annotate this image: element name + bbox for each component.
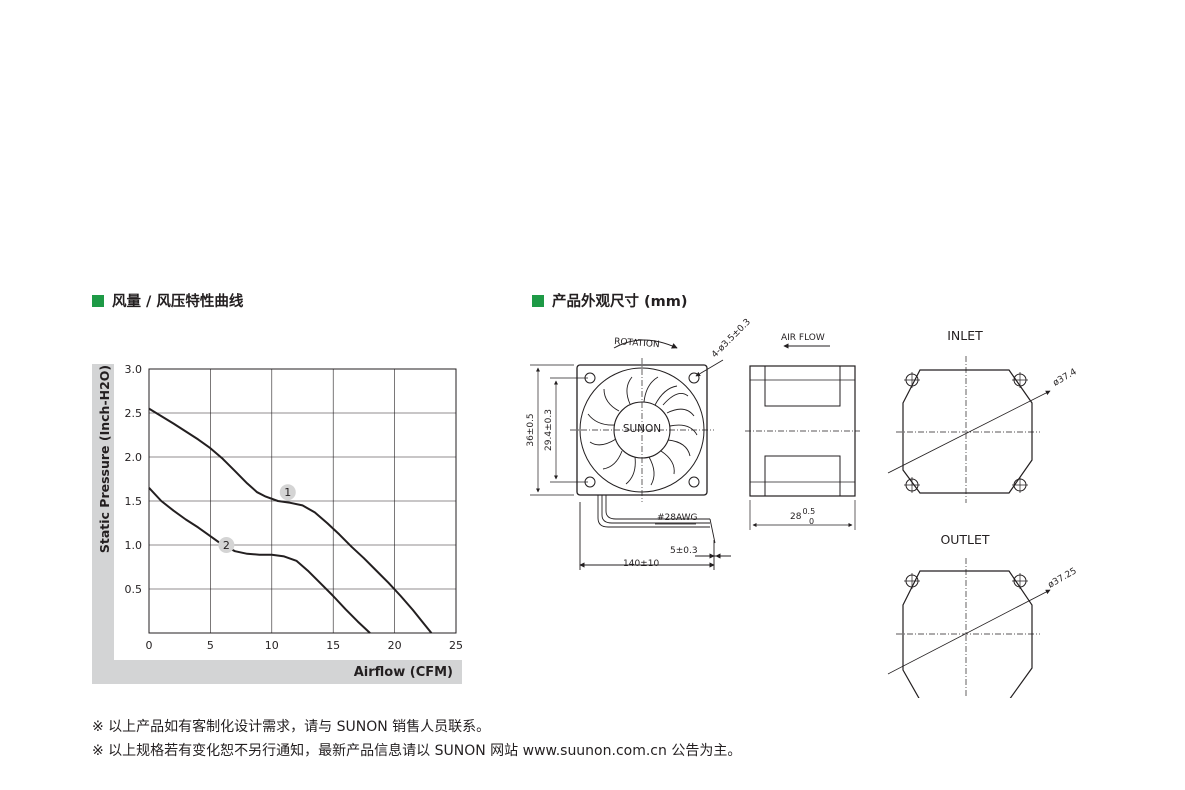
airflow-label: AIR FLOW <box>781 333 825 343</box>
dimensions-heading: 产品外观尺寸 (mm) <box>532 290 688 311</box>
x-axis-label: Airflow (CFM) <box>354 665 453 680</box>
outlet-diameter-label: ø37.25 <box>1047 566 1079 590</box>
inlet-title: INLET <box>947 328 983 343</box>
fan-blades <box>587 376 698 486</box>
outlet-title: OUTLET <box>940 532 989 547</box>
chart-grid <box>149 369 456 633</box>
y-tick-label: 2.5 <box>125 407 143 420</box>
dimension-drawing: SUNON ROTATION 4-ø3.5±0.3 36±0.5 29.4±0.… <box>526 318 1079 698</box>
inlet-view: INLET ø37.4 <box>887 328 1079 503</box>
brand-label: SUNON <box>623 423 661 435</box>
hole-spec-label: 4-ø3.5±0.3 <box>710 318 753 360</box>
inlet-diameter-label: ø37.4 <box>1052 367 1079 389</box>
pq-curve-heading: 风量 / 风压特性曲线 <box>92 290 243 311</box>
series-marker-label: 1 <box>284 486 291 499</box>
chart-ticks: 0 5 10 15 20 25 0.5 1.0 1.5 2.0 2.5 3.0 <box>125 364 463 652</box>
chart-series-markers: 12 <box>218 484 296 553</box>
series-marker-2 <box>218 537 235 553</box>
chart-series <box>148 407 433 634</box>
lead-wires <box>579 495 731 570</box>
green-square-icon <box>532 294 544 307</box>
series-marker-1 <box>279 484 296 501</box>
depth-label: 280.5 <box>790 507 815 522</box>
green-square-icon <box>92 294 104 307</box>
series-marker-label: 2 <box>223 539 230 552</box>
inlet-diameter-line <box>887 390 1051 474</box>
height-dimension <box>530 364 588 496</box>
x-tick-label: 0 <box>146 639 153 652</box>
wire-gauge-label: #28AWG <box>657 513 698 523</box>
pq-curve-title: 风量 / 风压特性曲线 <box>112 294 244 310</box>
lead-length-label: 140±10 <box>623 559 659 569</box>
footnote-spec-change: ※ 以上规格若有变化恕不另行通知，最新产品信息请以 SUNON 网站 www.s… <box>92 743 742 759</box>
series-line-1 <box>148 407 433 634</box>
hole-pitch-label: 29.4±0.3 <box>544 409 554 451</box>
mounting-hole-icon <box>904 573 1028 589</box>
y-tick-label: 1.5 <box>125 495 143 508</box>
dimensions-title: 产品外观尺寸 (mm) <box>552 294 688 310</box>
fan-front-view: SUNON ROTATION 4-ø3.5±0.3 36±0.5 29.4±0.… <box>526 318 753 570</box>
strip-length-label: 5±0.3 <box>670 546 698 556</box>
x-tick-label: 15 <box>326 639 340 652</box>
footnote-custom-design: ※ 以上产品如有客制化设计需求，请与 SUNON 销售人员联系。 <box>92 719 491 735</box>
rotation-arrow-icon <box>613 339 678 349</box>
height-outer-label: 36±0.5 <box>526 413 536 446</box>
y-tick-label: 3.0 <box>125 364 143 376</box>
depth-sub-label: 0 <box>809 517 814 526</box>
y-tick-label: 1.0 <box>125 539 143 552</box>
x-tick-label: 5 <box>207 639 214 652</box>
x-tick-label: 25 <box>449 639 462 652</box>
x-tick-label: 10 <box>265 639 279 652</box>
y-tick-label: 2.0 <box>125 451 143 464</box>
hole-leader-line <box>695 359 724 377</box>
mounting-hole-icon <box>904 372 1028 493</box>
outlet-outline <box>902 570 1033 698</box>
center-lines <box>570 358 714 502</box>
outlet-diameter-line <box>887 589 1051 675</box>
fan-side-view: AIR FLOW 280.5 0 <box>745 333 860 530</box>
inlet-outline <box>902 369 1033 494</box>
y-tick-label: 0.5 <box>125 583 143 596</box>
y-axis-label: Static Pressure (Inch-H2O) <box>97 365 112 553</box>
x-tick-label: 20 <box>388 639 402 652</box>
rotation-label: ROTATION <box>614 337 660 350</box>
outlet-view: OUTLET ø37.25 <box>887 532 1079 698</box>
series-line-2 <box>148 487 371 634</box>
